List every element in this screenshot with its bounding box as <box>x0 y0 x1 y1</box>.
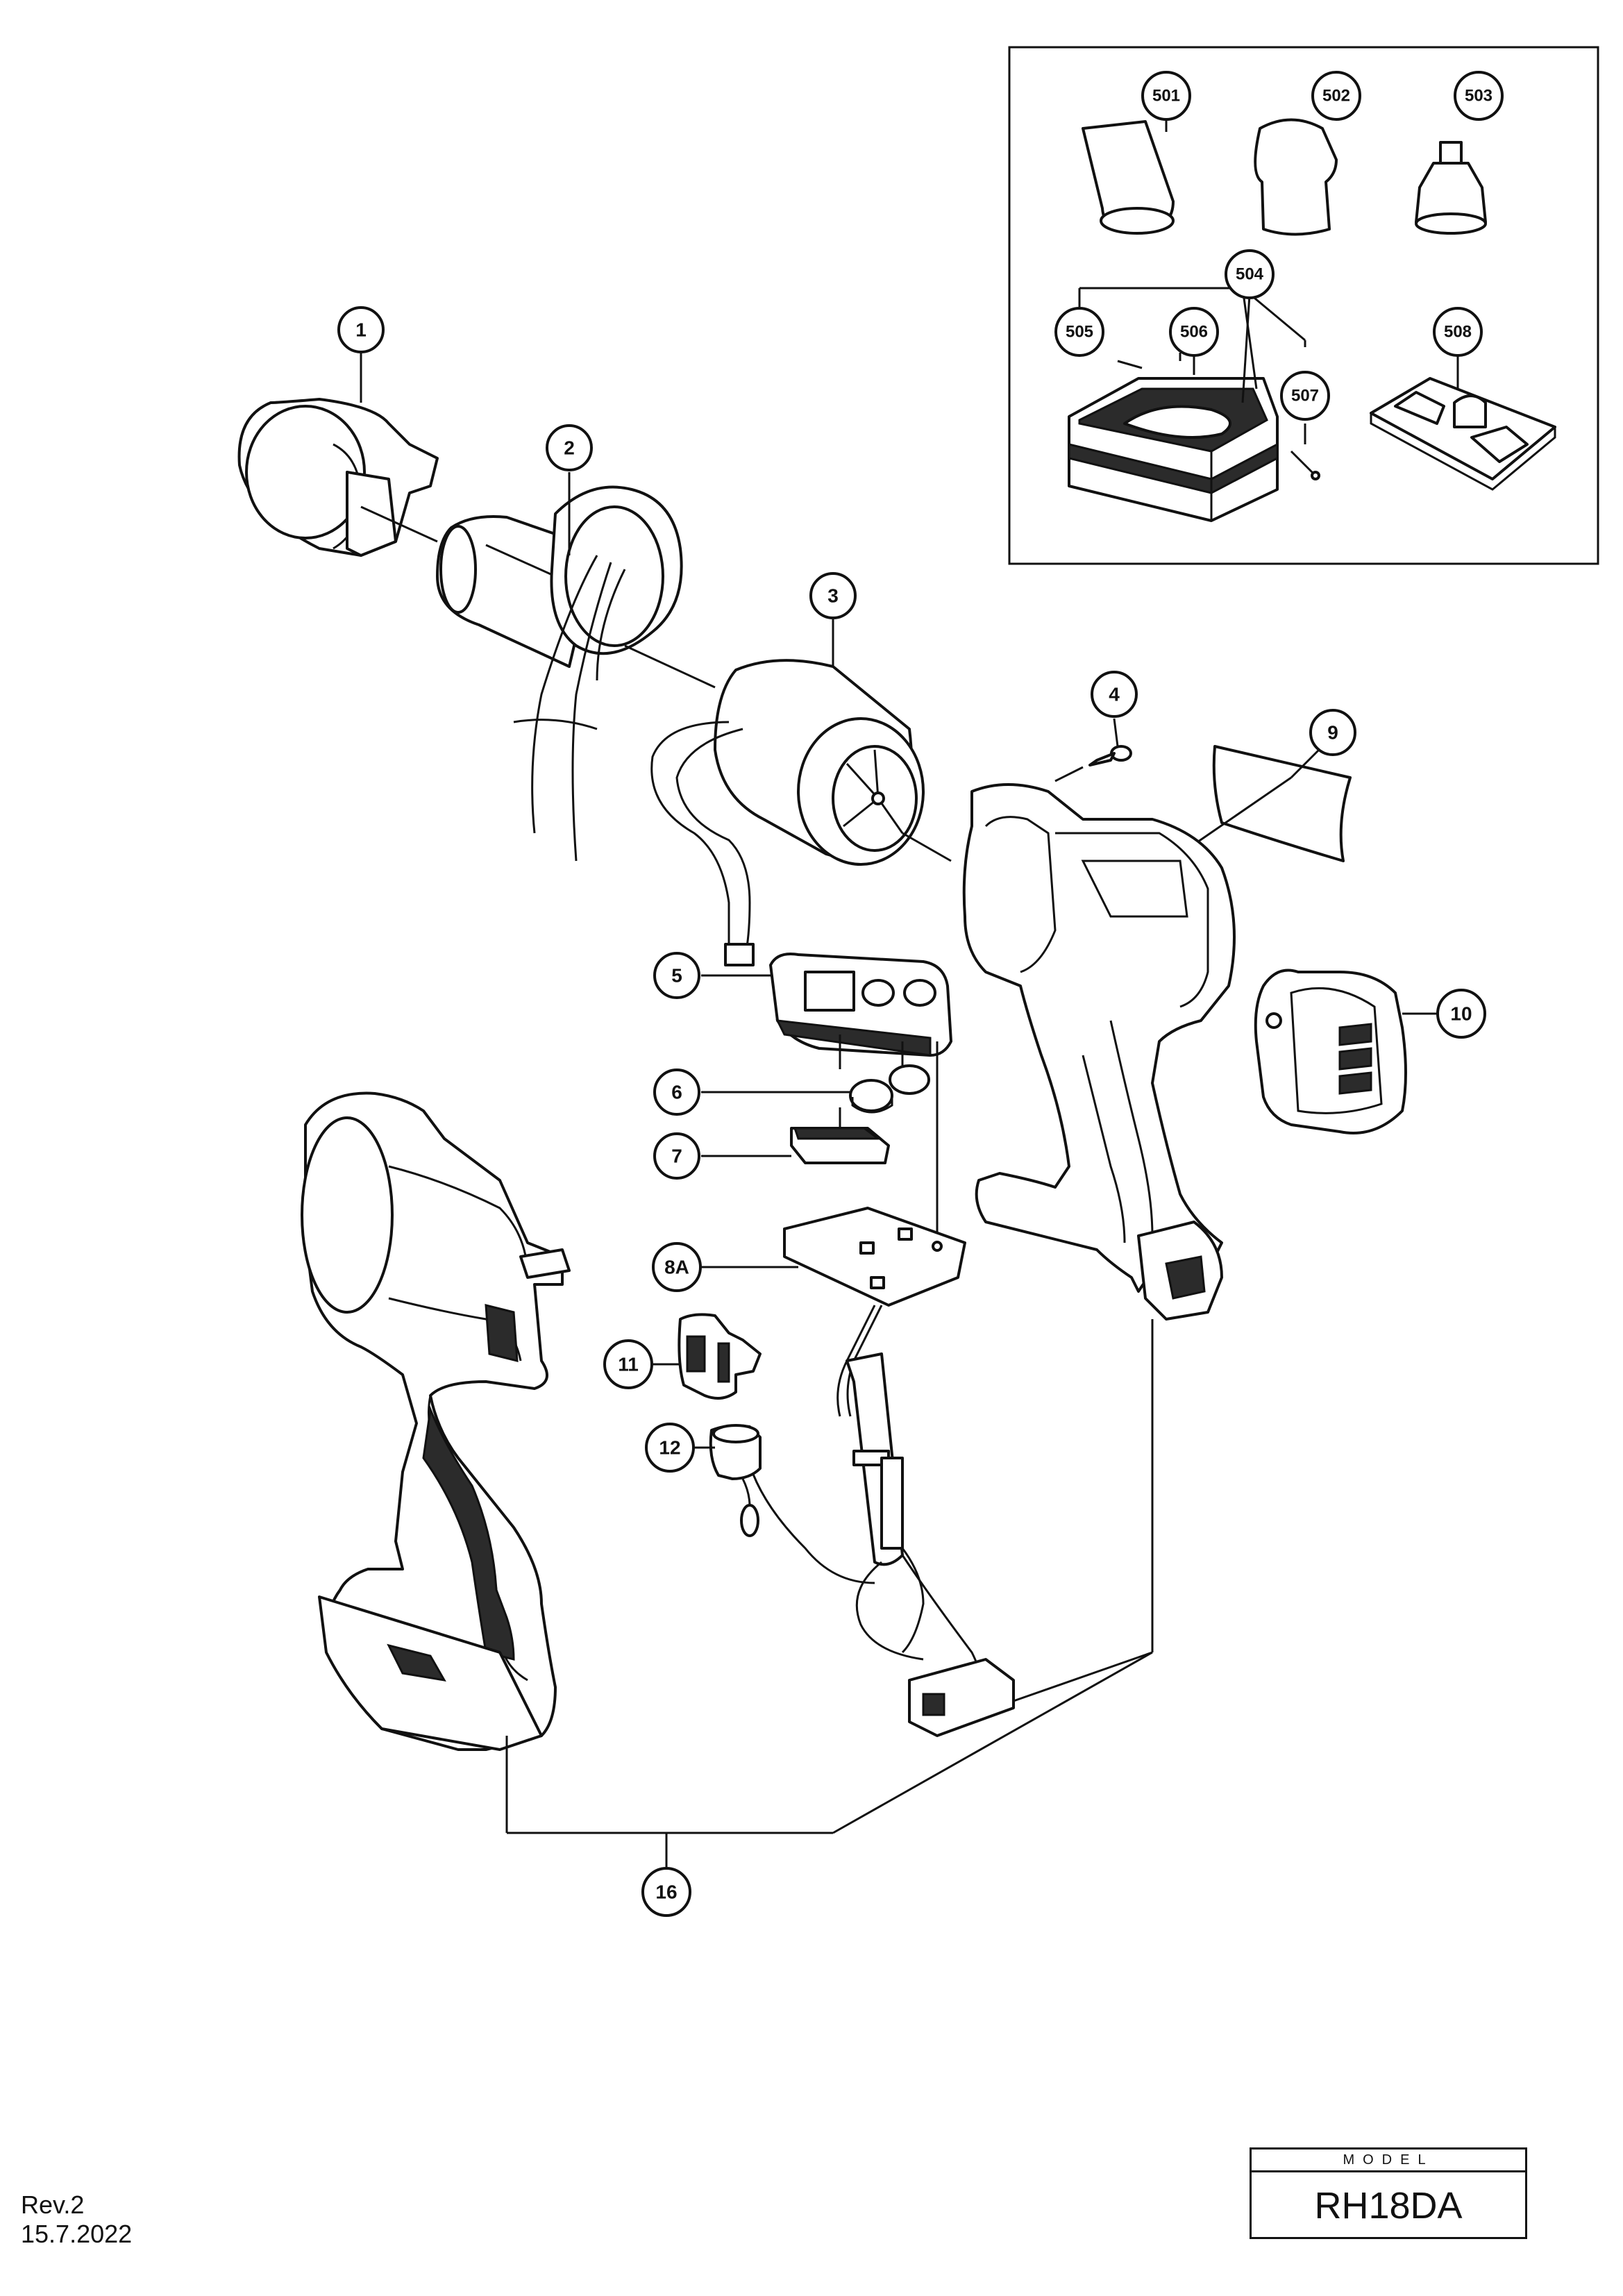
part-2-heating-element <box>436 485 683 862</box>
part-505-screw <box>1117 360 1143 369</box>
callout-506-text: 506 <box>1180 323 1208 342</box>
callout-10-text: 10 <box>1450 1003 1472 1025</box>
callout-507: 507 <box>1280 371 1330 421</box>
callout-6: 6 <box>653 1069 700 1116</box>
callout-3: 3 <box>809 572 857 619</box>
callout-1: 1 <box>337 306 385 353</box>
callout-504: 504 <box>1225 249 1275 299</box>
part-1-front-cover <box>237 398 439 557</box>
callout-506: 506 <box>1169 307 1219 357</box>
accessory-inset-frame <box>1008 46 1599 565</box>
callout-501-text: 501 <box>1152 87 1180 106</box>
callout-7: 7 <box>653 1132 700 1180</box>
callout-503: 503 <box>1454 71 1504 121</box>
part-507-screw <box>1290 450 1320 480</box>
callout-8A-text: 8A <box>664 1257 689 1278</box>
callout-508-text: 508 <box>1444 323 1472 342</box>
part-5-switch-panel <box>769 953 952 1057</box>
revision-info: Rev.2 15.7.2022 <box>21 2190 132 2249</box>
part-4-tapping-screw <box>1088 745 1132 766</box>
callout-3-text: 3 <box>827 585 839 607</box>
part-503-reducing-nozzle <box>1415 141 1487 235</box>
callout-501: 501 <box>1141 71 1191 121</box>
callout-505: 505 <box>1054 307 1104 357</box>
part-9-name-plate <box>1212 745 1352 862</box>
part-12-light-lamp <box>709 1424 762 1537</box>
model-box: MODEL RH18DA <box>1250 2147 1527 2239</box>
callout-5-text: 5 <box>671 965 682 987</box>
callout-1-text: 1 <box>355 319 367 341</box>
part-11-slide-switch <box>678 1313 762 1400</box>
callout-508: 508 <box>1433 307 1483 357</box>
callout-505-text: 505 <box>1066 323 1093 342</box>
part-508-case-insert <box>1370 377 1556 491</box>
callout-12-text: 12 <box>659 1437 680 1459</box>
part-8A-control-circuit <box>748 1207 1015 1737</box>
part-16-housing-left <box>301 1091 571 1751</box>
callout-11-text: 11 <box>618 1354 639 1375</box>
callout-7-text: 7 <box>671 1146 682 1167</box>
callout-10: 10 <box>1436 989 1486 1039</box>
callout-11: 11 <box>603 1339 653 1389</box>
part-16-housing-right <box>962 783 1236 1321</box>
callout-6-text: 6 <box>671 1082 682 1103</box>
callout-9-text: 9 <box>1327 722 1338 744</box>
callout-4: 4 <box>1091 671 1138 718</box>
revision-number: Rev.2 <box>21 2190 85 2219</box>
callout-16-text: 16 <box>655 1882 677 1903</box>
part-504-carrying-case <box>1068 377 1279 522</box>
callout-2: 2 <box>546 424 593 471</box>
callout-507-text: 507 <box>1291 387 1319 405</box>
part-502-reflector-nozzle <box>1254 118 1338 236</box>
part-501-flat-nozzle <box>1082 120 1175 235</box>
callout-2-text: 2 <box>564 437 575 459</box>
part-6-push-buttons <box>849 1064 930 1114</box>
callout-504-text: 504 <box>1236 265 1264 284</box>
callout-4-text: 4 <box>1109 684 1120 705</box>
callout-9: 9 <box>1309 709 1356 756</box>
callout-12: 12 <box>645 1423 695 1473</box>
model-label: MODEL <box>1252 2150 1525 2172</box>
part-3-fan-motor <box>650 659 952 966</box>
callout-5: 5 <box>653 952 700 999</box>
part-10-tail-cover <box>1254 969 1407 1134</box>
model-number: RH18DA <box>1314 2185 1463 2227</box>
callout-503-text: 503 <box>1465 87 1492 106</box>
revision-date: 15.7.2022 <box>21 2220 133 2248</box>
callout-16: 16 <box>641 1867 691 1917</box>
callout-502-text: 502 <box>1322 87 1350 106</box>
callout-8A: 8A <box>652 1242 702 1292</box>
callout-502: 502 <box>1311 71 1361 121</box>
part-7-display-window <box>790 1127 890 1164</box>
